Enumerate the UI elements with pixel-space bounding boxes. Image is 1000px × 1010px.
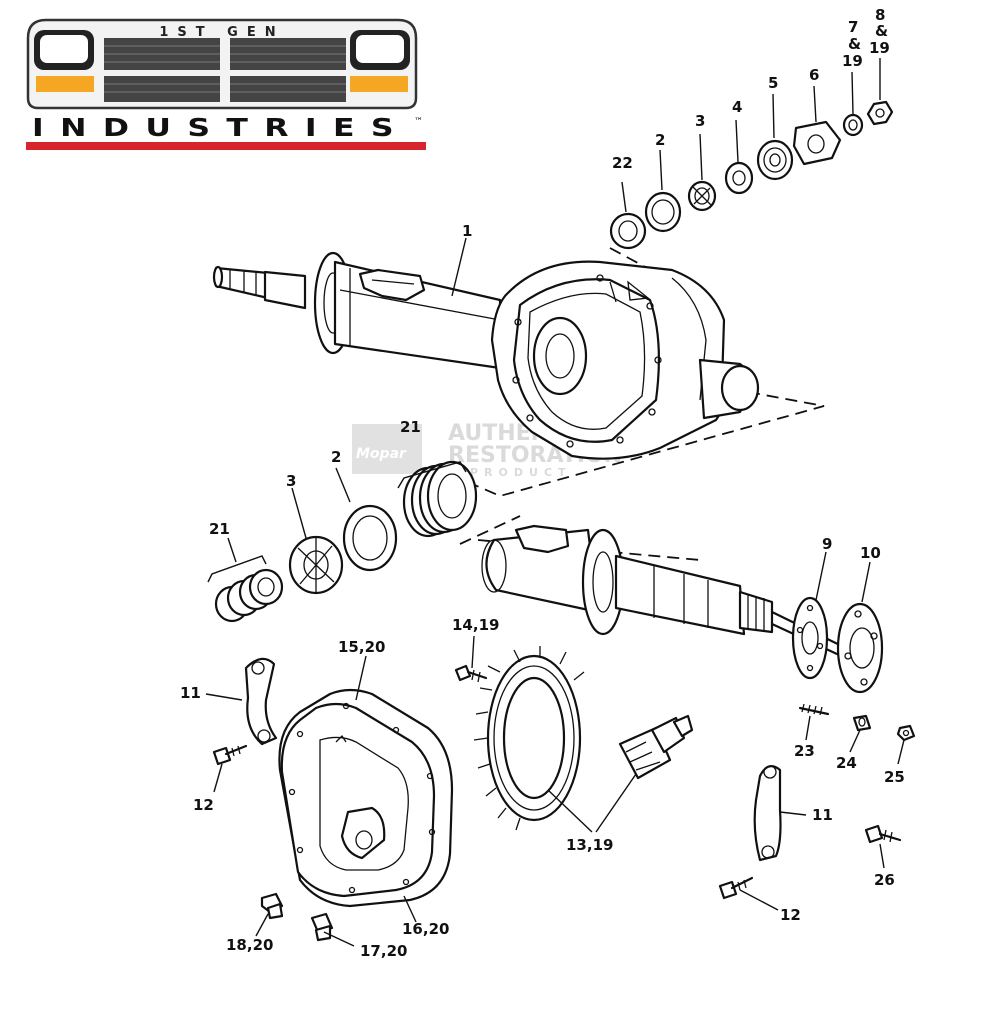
mopar-badge-icon: [352, 424, 422, 474]
logo-brand-text: INDUSTRIES: [32, 113, 410, 142]
callout-11-right: 11: [812, 806, 833, 824]
callout-1: 1: [462, 222, 472, 240]
callout-7-19: 19: [842, 52, 863, 70]
callout-8: 8: [875, 6, 885, 24]
seal-5-icon: [756, 139, 794, 181]
watermark-badge-text: Mopar: [356, 446, 407, 462]
plug-17-icon: [310, 912, 334, 942]
callout-10: 10: [860, 544, 881, 562]
axle-flange-10-icon: [836, 602, 884, 694]
callout-25: 25: [884, 768, 905, 786]
bearing-cap-11-left-icon: [244, 657, 278, 746]
ring-gear-icon: [473, 646, 585, 831]
callout-2-mid: 2: [331, 448, 341, 466]
callout-18-20: 18,20: [226, 936, 273, 954]
left-lamp-icon: [36, 76, 94, 92]
lower-parts: [212, 646, 916, 942]
callout-12-left: 12: [193, 796, 214, 814]
bolt-12-left-icon: [212, 744, 248, 766]
callout-21-mid: 21: [400, 418, 421, 436]
callout-15-20: 15,20: [338, 638, 385, 656]
bearing-cone-3-top-icon: [687, 180, 717, 212]
pinion-parts: [609, 100, 894, 250]
logo-accent-bar: [26, 142, 426, 150]
bearing-cup-2-top-icon: [644, 191, 682, 233]
bolt-26-icon: [864, 824, 902, 844]
logo-trademark: ™: [414, 117, 423, 127]
bearing-cap-11-right-icon: [753, 765, 782, 862]
callout-2-top: 2: [655, 131, 665, 149]
yoke-6-icon: [792, 120, 842, 166]
seal-22-icon: [609, 212, 647, 250]
retainer-plate-9-icon: [791, 596, 829, 680]
callout-14-19: 14,19: [452, 616, 499, 634]
differential-cover-icon: [280, 702, 436, 898]
callout-26: 26: [874, 871, 895, 889]
watermark-line3: PRODUCT: [470, 466, 572, 479]
brand-logo: 1ST GEN INDUSTRIES ™: [26, 18, 426, 150]
logo-top-text: 1ST GEN: [159, 25, 284, 40]
differential-bearing-parts: [207, 460, 478, 623]
callout-8-19: 19: [869, 39, 890, 57]
right-axle-assembly: [481, 524, 884, 694]
callout-4: 4: [732, 98, 742, 116]
shim-pack-21-mid-icon: [402, 460, 478, 538]
callout-7-amp: &: [848, 35, 861, 53]
shim-pack-21-left-icon: [214, 568, 284, 623]
callout-16-20: 16,20: [402, 920, 449, 938]
callout-21-left: 21: [209, 520, 230, 538]
callout-8-amp: &: [875, 22, 888, 40]
bearing-cup-2-mid-icon: [342, 504, 398, 572]
callout-5: 5: [768, 74, 778, 92]
stud-23-icon: [798, 703, 830, 716]
callout-12-right: 12: [780, 906, 801, 924]
callout-24: 24: [836, 754, 857, 772]
pinion-gear-icon: [618, 714, 694, 780]
washer-4-icon: [724, 161, 754, 195]
bolt-12-right-icon: [718, 876, 754, 900]
axle-housing: [212, 251, 760, 460]
callout-3-mid: 3: [286, 472, 296, 490]
nut-24-icon: [852, 714, 872, 732]
callout-22: 22: [612, 154, 633, 172]
callout-23: 23: [794, 742, 815, 760]
callout-11-left: 11: [180, 684, 201, 702]
callout-17-20: 17,20: [360, 942, 407, 960]
nut-25-icon: [896, 724, 916, 742]
leader-lines: [205, 58, 905, 947]
right-lamp-icon: [350, 76, 408, 92]
callout-7: 7: [848, 18, 858, 36]
callout-13-19: 13,19: [566, 836, 613, 854]
callout-6: 6: [809, 66, 819, 84]
bearing-cone-3-mid-icon: [288, 535, 344, 595]
bolt-14-icon: [454, 664, 488, 683]
callout-9: 9: [822, 535, 832, 553]
callout-labels: 1 22 2 3 4 5 6 7 & 19 8 & 19 21 2 3 21 9…: [180, 6, 905, 960]
plug-18-icon: [260, 892, 284, 920]
callout-3-top: 3: [695, 112, 705, 130]
nut-8-icon: [866, 100, 894, 126]
washer-7-icon: [842, 113, 864, 137]
grille-emblem: 1ST GEN: [26, 18, 418, 110]
